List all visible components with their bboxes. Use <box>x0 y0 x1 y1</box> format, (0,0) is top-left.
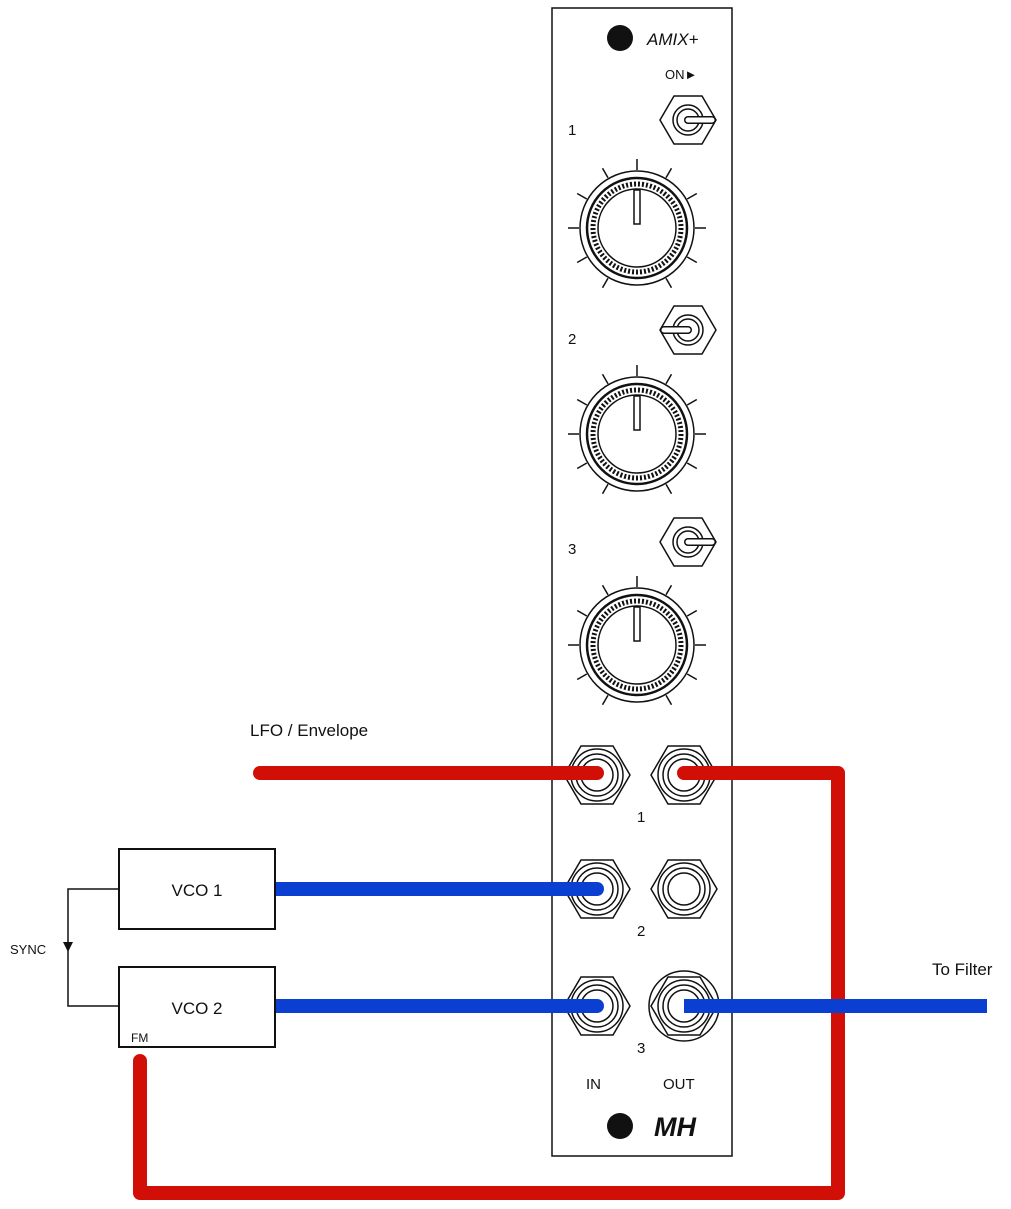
out-label: OUT <box>663 1076 695 1093</box>
channel-1-level-knob[interactable] <box>568 159 706 289</box>
sync-connection <box>67 888 119 1007</box>
jack-row-label-3: 3 <box>637 1040 645 1057</box>
knob-scale-tick <box>576 398 588 406</box>
vco1-label: VCO 1 <box>171 881 222 900</box>
channel-label-1: 1 <box>568 122 576 139</box>
knob-scale-tick <box>686 192 698 200</box>
knob-scale-tick <box>686 673 698 681</box>
knob-scale-tick <box>576 192 588 200</box>
knob-scale-tick <box>665 373 673 385</box>
knob-scale-tick <box>665 277 673 289</box>
knob-scale-tick <box>686 462 698 470</box>
mounting-hole-top <box>607 25 633 51</box>
to-filter-label: To Filter <box>932 960 993 979</box>
mix-1-to-vco2-fm-cable <box>133 766 845 1200</box>
knob-scale-tick <box>665 167 673 179</box>
channel-label-3: 3 <box>568 541 576 558</box>
channel-label-2: 2 <box>568 331 576 348</box>
knob-scale-tick <box>665 483 673 495</box>
fm-label: FM <box>131 1031 148 1045</box>
sync-arrow <box>63 942 73 952</box>
knob-scale-tick <box>665 694 673 706</box>
channel-3-level-knob[interactable] <box>568 576 706 706</box>
knob-scale-tick <box>576 673 588 681</box>
on-label: ON► <box>665 67 697 82</box>
jack-row-label-2: 2 <box>637 923 645 940</box>
knob-scale-tick <box>686 609 698 617</box>
mounting-hole-bottom <box>607 1113 633 1139</box>
knob-scale-tick <box>601 167 609 179</box>
knob-scale-tick <box>601 483 609 495</box>
knob-scale-tick <box>665 584 673 596</box>
knob-scale-tick <box>686 256 698 264</box>
knob-scale-tick <box>686 398 698 406</box>
knob-scale-tick <box>601 373 609 385</box>
brand-logo: MH <box>654 1112 696 1142</box>
knob-scale-tick <box>576 256 588 264</box>
knob-scale-tick <box>601 584 609 596</box>
sync-label: SYNC <box>10 942 46 957</box>
vco1-box <box>118 848 276 930</box>
channel-1-toggle[interactable] <box>659 95 717 145</box>
knob-scale-tick <box>601 694 609 706</box>
jack-row-label-1: 1 <box>637 809 645 826</box>
knob-scale-tick <box>576 462 588 470</box>
in-label: IN <box>586 1076 601 1093</box>
vco2-label: VCO 2 <box>171 999 222 1018</box>
channel-2-level-knob[interactable] <box>568 365 706 495</box>
knob-scale-tick <box>601 277 609 289</box>
channel-3-toggle[interactable] <box>659 517 717 567</box>
vco2-box <box>118 966 276 1048</box>
channel-2-toggle[interactable] <box>659 305 717 355</box>
module-name: AMIX+ <box>646 30 699 49</box>
lfo-envelope-label: LFO / Envelope <box>250 721 368 740</box>
knob-scale-tick <box>576 609 588 617</box>
